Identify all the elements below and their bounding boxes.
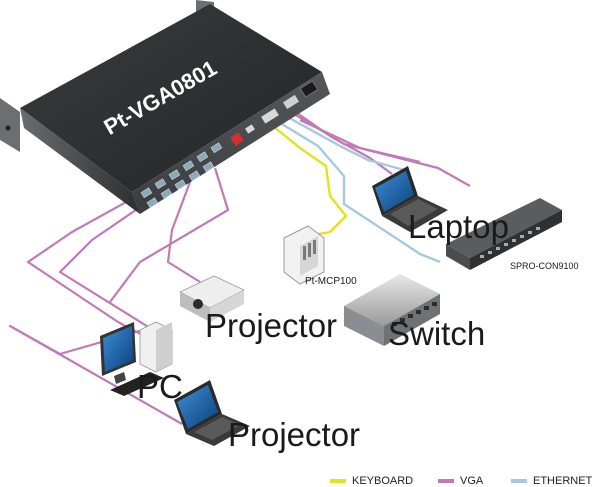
ethernet-cables [271,112,441,264]
network-switch [344,274,440,346]
matrix-switcher [0,0,330,214]
vga-cable-extra [299,119,421,164]
rack-unit [446,198,562,270]
ethernet-cable-rack [281,112,405,172]
vga-cable-projector-top [166,181,201,283]
ethernet-cable-switch [271,116,441,264]
pc-computer [100,321,173,396]
legend-label-ethernet: ETHERNET [533,475,593,487]
legend-swatch-keyboard [330,479,346,483]
vga-cable-laptop [289,107,393,175]
label-switch: Switch [388,315,486,352]
front-ports [140,142,223,209]
label-rack: SPRO-CON9100 [510,261,579,271]
label-projector-bottom: Projector [228,416,361,453]
label-projector-top: Projector [205,307,338,344]
legend-label-vga: VGA [460,475,484,487]
legend-swatch-vga [438,479,454,483]
keyboard-cable [267,121,348,236]
laptop-right [372,166,448,232]
label-laptop-right: Laptop [408,208,509,245]
legend: KEYBOARD [330,475,413,487]
projector-top [179,275,245,322]
vga-cable-output-4 [109,167,230,303]
legend-item-vga: VGA [438,475,483,487]
rack-ear-left [0,98,20,152]
keypad-device [283,225,325,285]
legend-swatch-ethernet [511,479,527,483]
projector-top-lens [193,299,203,309]
label-keypad: Pt-MCP100 [305,276,357,287]
legend-label-keyboard: KEYBOARD [352,475,414,487]
legend-item-ethernet: ETHERNET [511,475,592,487]
laptop-bottom [174,380,250,446]
label-pc: PC [137,368,183,405]
